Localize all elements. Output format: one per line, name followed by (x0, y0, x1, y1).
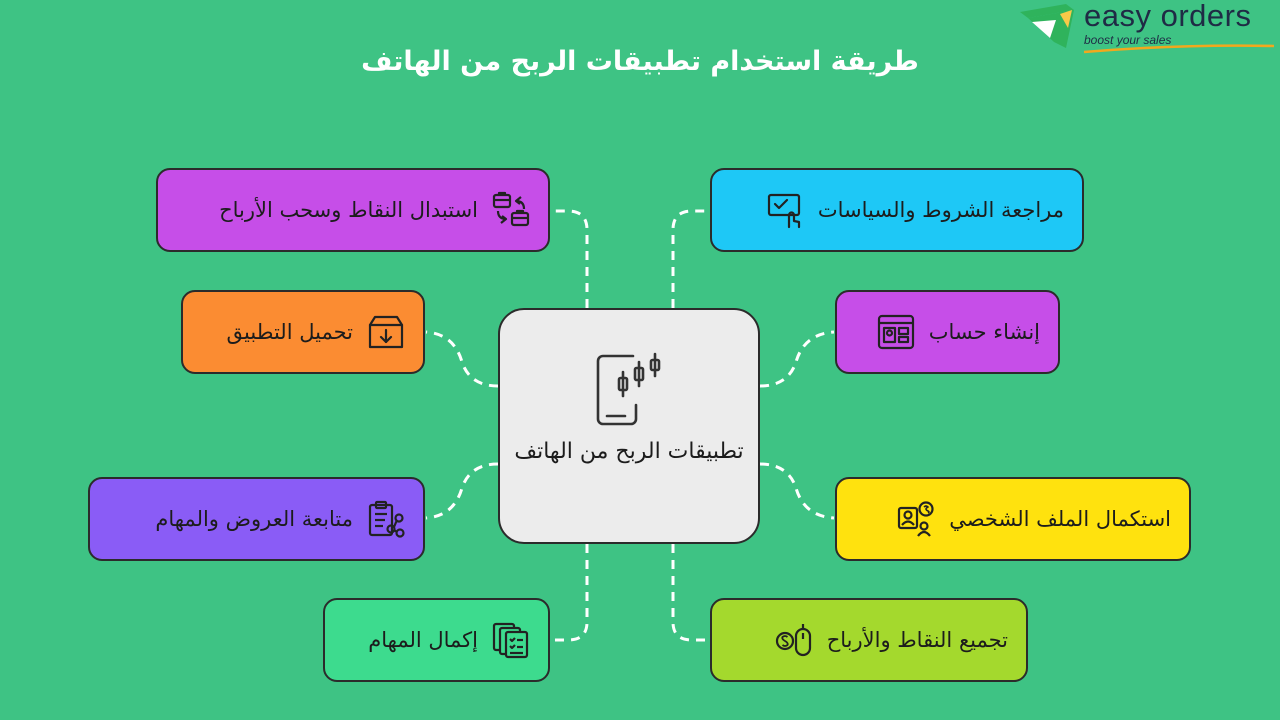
logo-arrow-icon (1020, 4, 1074, 48)
browser-window-icon (877, 314, 914, 350)
node-exchange-points[interactable]: استبدال النقاط وسحب الأرباح (156, 168, 550, 252)
diagram-title: طريقة استخدام تطبيقات الربح من الهاتف (361, 46, 919, 77)
logo-wordmark: easy orders (1084, 0, 1252, 33)
phone-chart-icon (596, 352, 661, 426)
checklist-touch-icon (767, 193, 800, 229)
node-follow-offers-label: متابعة العروض والمهام (155, 507, 353, 531)
clipboard-network-icon (368, 500, 405, 538)
node-follow-offers[interactable]: متابعة العروض والمهام (88, 477, 425, 561)
node-complete-tasks-label: إكمال المهام (368, 628, 478, 652)
briefcase-exchange-icon (492, 191, 530, 227)
mouse-dollar-icon (775, 624, 811, 657)
node-terms-review-label: مراجعة الشروط والسياسات (817, 198, 1064, 222)
node-complete-profile-label: استكمال الملف الشخصي (949, 507, 1171, 531)
logo-tagline: boost your sales (1084, 33, 1172, 47)
download-box-icon (368, 315, 404, 349)
center-node-label: تطبيقات الربح من الهاتف (514, 439, 744, 464)
node-download-app[interactable]: تحميل التطبيق (181, 290, 425, 374)
node-create-account-label: إنشاء حساب (928, 320, 1040, 344)
node-exchange-points-label: استبدال النقاط وسحب الأرباح (219, 198, 478, 222)
node-download-app-label: تحميل التطبيق (226, 320, 353, 344)
node-collect-points-label: تجميع النقاط والأرباح (826, 628, 1008, 652)
node-terms-review[interactable]: مراجعة الشروط والسياسات (710, 168, 1084, 252)
task-list-icon (492, 622, 529, 659)
node-complete-profile[interactable]: استكمال الملف الشخصي (835, 477, 1191, 561)
logo-swoosh (1083, 44, 1275, 54)
center-node[interactable]: تطبيقات الربح من الهاتف (498, 308, 760, 544)
node-collect-points[interactable]: تجميع النقاط والأرباح (710, 598, 1028, 682)
user-profile-icon (898, 501, 934, 537)
easy-orders-logo[interactable]: easy orders boost your sales (1012, 0, 1280, 56)
node-complete-tasks[interactable]: إكمال المهام (323, 598, 550, 682)
node-create-account[interactable]: إنشاء حساب (835, 290, 1060, 374)
